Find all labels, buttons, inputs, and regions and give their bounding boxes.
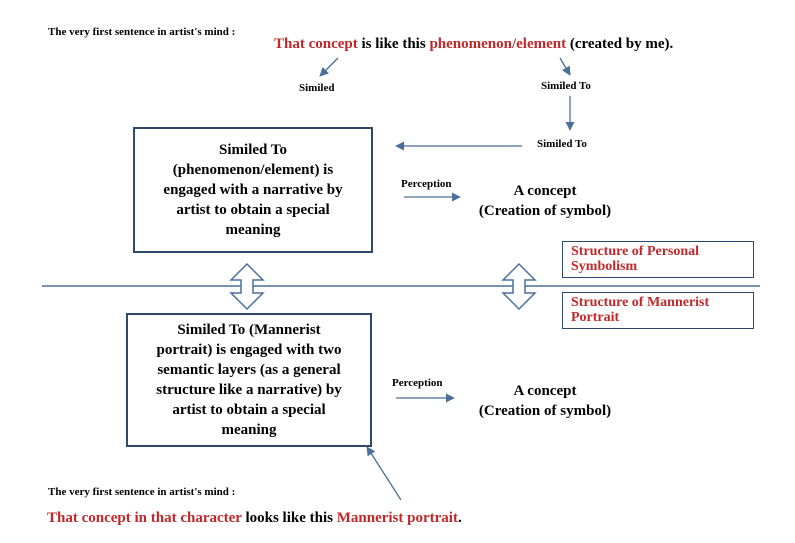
- box1-line: artist to obtain a special: [176, 202, 330, 218]
- arrow-to-similed-to: [559, 57, 571, 76]
- top-caption: The very first sentence in artist's mind…: [48, 26, 236, 38]
- label-similed-to-1: Similed To: [541, 80, 591, 92]
- box2-line: semantic layers (as a general: [157, 362, 341, 378]
- concept-1-subtitle: (Creation of symbol): [478, 203, 612, 219]
- concept-2-title: A concept: [513, 383, 577, 399]
- double-arrow-left: [229, 262, 265, 311]
- double-arrow-right: [501, 262, 537, 311]
- label-similed-to-2: Similed To: [537, 138, 587, 150]
- legend-mannerist-portrait: Structure of Mannerist Portrait: [562, 292, 754, 329]
- top-sentence-end: (created by me).: [566, 36, 674, 52]
- box1-line: (phenomenon/element) is: [172, 162, 334, 178]
- top-sentence: That concept is like this phenomenon/ele…: [274, 36, 673, 53]
- box-phenomenon-narrative: Similed To (phenomenon/element) is engag…: [133, 127, 373, 253]
- top-sentence-mid: is like this: [357, 36, 430, 52]
- box2-line: meaning: [221, 422, 277, 438]
- bottom-sentence-mid: looks like this: [241, 510, 337, 526]
- label-similed: Similed: [299, 82, 335, 94]
- box1-line: engaged with a narrative by: [163, 182, 343, 198]
- box2-line: Similed To (Mannerist: [177, 322, 321, 338]
- bottom-sentence-red-1: That concept in that character: [47, 510, 242, 526]
- bottom-sentence-end: .: [457, 510, 462, 526]
- box2-line: artist to obtain a special: [172, 402, 326, 418]
- label-perception-2: Perception: [392, 377, 443, 389]
- box2-line: portrait) is engaged with two: [156, 342, 342, 358]
- bottom-sentence: That concept in that character looks lik…: [47, 510, 462, 527]
- bottom-sentence-red-2: Mannerist portrait: [336, 510, 458, 526]
- box1-line: meaning: [225, 222, 281, 238]
- box-mannerist-portrait: Similed To (Mannerist portrait) is engag…: [126, 313, 372, 447]
- concept-2: A concept (Creation of symbol): [450, 381, 640, 421]
- concept-1: A concept (Creation of symbol): [450, 181, 640, 221]
- legend-personal-symbolism: Structure of Personal Symbolism: [562, 241, 754, 278]
- bottom-caption: The very first sentence in artist's mind…: [48, 486, 236, 498]
- top-sentence-red-2: phenomenon/element: [429, 36, 567, 52]
- arrow-to-box2: [366, 446, 402, 501]
- concept-1-title: A concept: [513, 183, 577, 199]
- concept-2-subtitle: (Creation of symbol): [478, 403, 612, 419]
- label-perception-1: Perception: [401, 178, 452, 190]
- arrow-to-similed: [319, 57, 339, 77]
- box2-line: structure like a narrative) by: [156, 382, 342, 398]
- box1-line: Similed To: [219, 142, 287, 158]
- top-sentence-red-1: That concept: [274, 36, 358, 52]
